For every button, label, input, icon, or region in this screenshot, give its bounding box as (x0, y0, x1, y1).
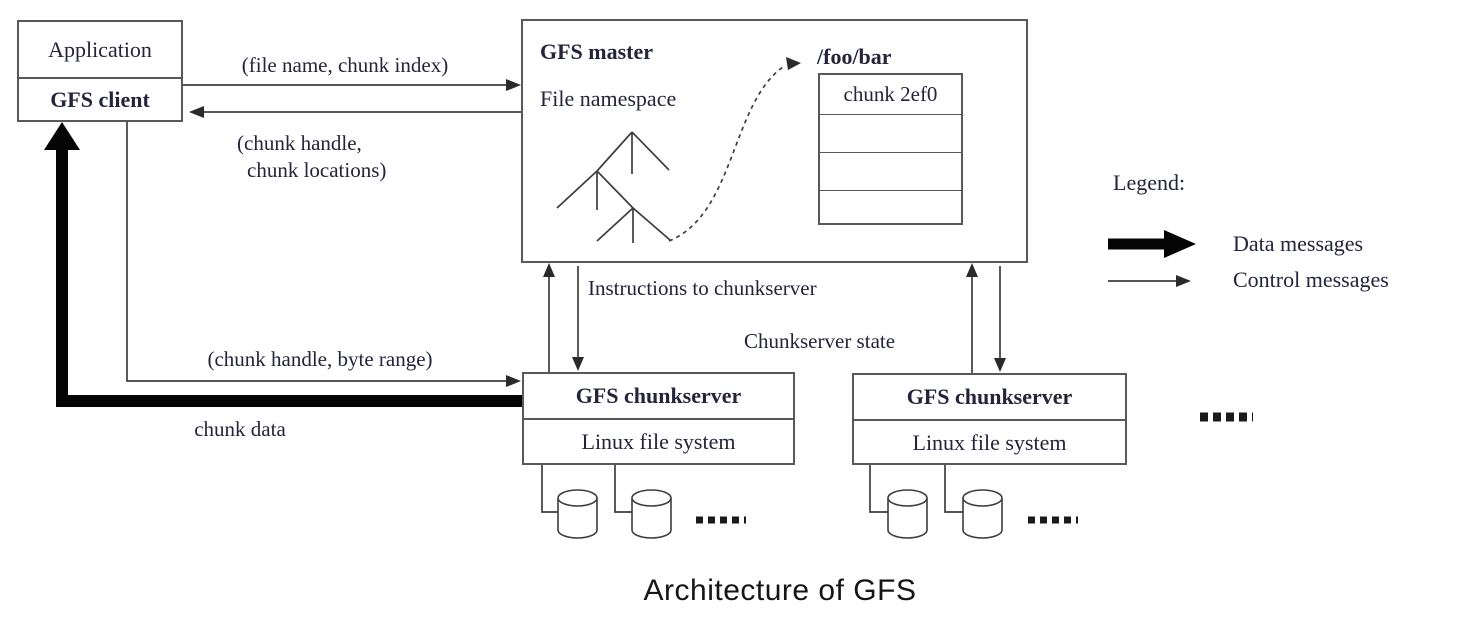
gfs-client-label: GFS client (50, 86, 150, 112)
chunk-table-row (820, 114, 961, 152)
linux-fs-label: Linux file system (912, 429, 1067, 455)
chunk-table-row: chunk 2ef0 (843, 82, 938, 106)
disk-top-icon (631, 489, 672, 507)
application-label: Application (19, 22, 181, 79)
data-arrowhead-up-icon (44, 122, 80, 150)
chunk-table-row (820, 152, 961, 190)
disk-top-icon (887, 489, 928, 507)
file-namespace-label: File namespace (540, 86, 677, 111)
chunk-handle-locations-label-line2: chunk locations) (247, 158, 387, 182)
foo-bar-path-label: /foo/bar (817, 44, 892, 69)
linux-fs-label: Linux file system (581, 428, 736, 454)
chunkserver-title: GFS chunkserver (854, 375, 1125, 421)
legend-control-messages-label: Control messages (1233, 267, 1389, 292)
diagram-caption: Architecture of GFS (643, 574, 917, 607)
disk-connector (614, 465, 632, 513)
legend-title: Legend: (1113, 170, 1186, 195)
control-arrow-byte-range-line (126, 122, 512, 382)
chunk-handle-locations-label-line1: (chunk handle, (237, 131, 362, 155)
arrowhead-down-icon (572, 357, 584, 371)
chunk-table-row (820, 190, 961, 228)
legend-data-messages-label: Data messages (1233, 231, 1364, 256)
file-name-chunk-index-label: (file name, chunk index) (241, 53, 449, 77)
disk-top-icon (557, 489, 598, 507)
disk-icon (557, 498, 598, 539)
disk-connector (869, 465, 888, 513)
file-namespace-tree-icon (556, 131, 671, 243)
arrowhead-right-icon (506, 375, 521, 387)
chunk-table: chunk 2ef0 (818, 73, 963, 225)
legend-data-arrowhead-icon (1164, 230, 1196, 258)
chunkserver-title: GFS chunkserver (524, 374, 793, 420)
arrowhead-up-icon (543, 263, 555, 277)
instructions-to-chunkserver-label: Instructions to chunkserver (588, 276, 817, 300)
chunkserver-1-box: GFS chunkserver Linux file system (522, 372, 795, 465)
disk-icon (887, 498, 928, 539)
arrowhead-left-icon (189, 106, 204, 118)
namespace-to-path-dashed-curve (668, 66, 784, 242)
legend-control-arrowhead-icon (1176, 275, 1191, 287)
chunkserver-state-label: Chunkserver state (744, 329, 896, 353)
disk-top-icon (962, 489, 1003, 507)
client-box: Application GFS client (17, 20, 183, 122)
chunk-data-label: chunk data (194, 417, 286, 441)
dashed-curve-arrowhead-icon (786, 57, 801, 70)
data-arrow-chunk-data-line (56, 147, 522, 407)
master-box (521, 19, 1028, 263)
arrowhead-right-icon (506, 79, 521, 91)
disk-icon (631, 498, 672, 539)
disk-connector (944, 465, 963, 513)
disk-connector (541, 465, 558, 513)
disk-icon (962, 498, 1003, 539)
chunk-handle-byte-range-label: (chunk handle, byte range) (207, 347, 433, 371)
master-title: GFS master (540, 39, 654, 64)
chunkserver-2-box: GFS chunkserver Linux file system (852, 373, 1127, 465)
arrowhead-down-icon (994, 358, 1006, 372)
arrowhead-up-icon (966, 263, 978, 277)
